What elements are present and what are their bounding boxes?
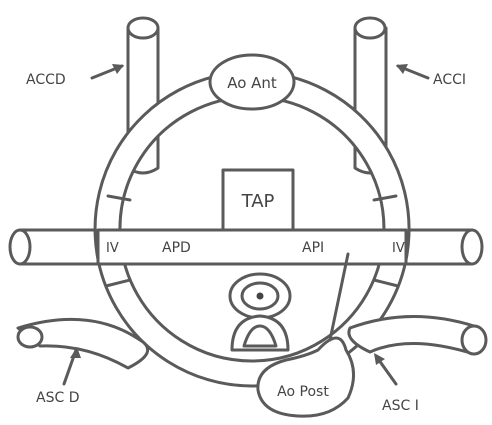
trachea-symbol: [230, 274, 290, 350]
asc-i-label: ASC I: [382, 398, 419, 414]
acci-label: ACCI: [433, 72, 466, 88]
accd-arrow: [92, 64, 124, 78]
acci-arrow: [396, 64, 428, 78]
apd-label: APD: [162, 240, 191, 256]
ao-ant-label: Ao Ant: [227, 74, 277, 92]
tap-label: TAP: [241, 191, 275, 212]
right-subclavian-tube: [349, 316, 486, 354]
accd-label: ACCD: [26, 72, 66, 88]
iv-left-label: IV: [106, 241, 119, 256]
pulmonary-bridge: [98, 230, 406, 264]
asc-d-arrow: [64, 347, 81, 384]
asc-i-arrow: [374, 353, 396, 384]
ao-post-label: Ao Post: [277, 384, 329, 400]
api-label: API: [302, 240, 324, 256]
asc-d-label: ASC D: [36, 390, 79, 406]
iv-right-label: IV: [392, 241, 405, 256]
